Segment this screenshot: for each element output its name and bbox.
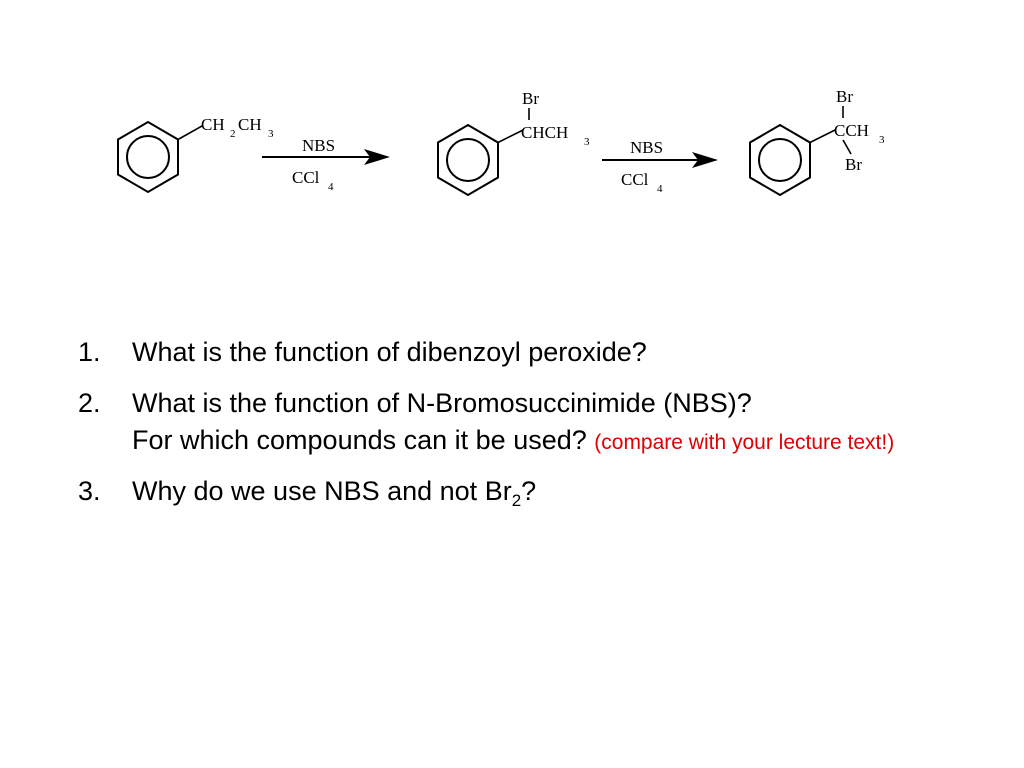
- solvent-ccl4-1: CCl: [292, 168, 320, 187]
- question-1: 1. What is the function of dibenzoyl per…: [78, 334, 958, 371]
- middle-br: Br: [522, 89, 539, 108]
- ethyl-ch2: CH: [201, 115, 225, 134]
- question-list: 1. What is the function of dibenzoyl per…: [78, 334, 958, 524]
- ethyl-ch2-subscript: 2: [230, 128, 236, 140]
- molecule-bromoethylbenzene: Br CHCH 3: [437, 89, 590, 197]
- aromatic-circle-3: [758, 138, 802, 182]
- reaction-scheme: CH 2 CH 3 NBS CCl 4 Br CHCH 3 NBS CCl 4 …: [117, 87, 885, 197]
- lecture-note: (compare with your lecture text!): [594, 431, 895, 454]
- question-number: 3.: [78, 476, 101, 506]
- bond-ring-to-ethyl: [177, 125, 203, 141]
- product-cch3-subscript: 3: [879, 134, 885, 146]
- solvent-ccl4-2-subscript: 4: [657, 183, 663, 195]
- question-3: 3. Why do we use NBS and not Br2?: [78, 473, 958, 510]
- middle-chch3-subscript: 3: [584, 136, 590, 148]
- bond-c-br-bottom: [842, 139, 852, 155]
- question-number: 2.: [78, 388, 101, 418]
- middle-chch3: CHCH: [521, 123, 568, 142]
- solvent-ccl4-2: CCl: [621, 170, 649, 189]
- question-text: What is the function of dibenzoyl peroxi…: [132, 337, 647, 367]
- reagent-nbs-1: NBS: [302, 136, 335, 155]
- aromatic-circle-1: [126, 135, 170, 179]
- bromine-subscript: 2: [511, 491, 522, 510]
- aromatic-circle-2: [446, 138, 490, 182]
- reaction-arrow-2: NBS CCl 4: [602, 138, 718, 195]
- product-cch3: CCH: [834, 121, 869, 140]
- molecule-ethylbenzene: CH 2 CH 3: [117, 115, 274, 194]
- bond-ring-to-chch3: [497, 129, 524, 144]
- question-text: Why do we use NBS and not Br: [132, 476, 512, 506]
- bond-ring-to-cch3: [809, 129, 836, 144]
- arrow-head-2: [692, 152, 718, 168]
- ethyl-ch3: CH: [238, 115, 262, 134]
- question-number: 1.: [78, 337, 101, 367]
- solvent-ccl4-1-subscript: 4: [328, 181, 334, 193]
- product-br-top: Br: [836, 87, 853, 106]
- arrow-head-1: [364, 149, 390, 165]
- question-2: 2. What is the function of N-Bromosuccin…: [78, 385, 958, 459]
- question-text-line-2: For which compounds can it be used?: [132, 425, 595, 455]
- reaction-arrow-1: NBS CCl 4: [262, 136, 390, 193]
- question-text-line-1: What is the function of N-Bromosuccinimi…: [132, 388, 752, 418]
- product-br-bottom: Br: [845, 155, 862, 174]
- question-mark: ?: [521, 476, 537, 506]
- reagent-nbs-2: NBS: [630, 138, 663, 157]
- molecule-dibromoethylbenzene: Br CCH 3 Br: [749, 87, 885, 197]
- ethyl-ch3-subscript: 3: [268, 128, 274, 140]
